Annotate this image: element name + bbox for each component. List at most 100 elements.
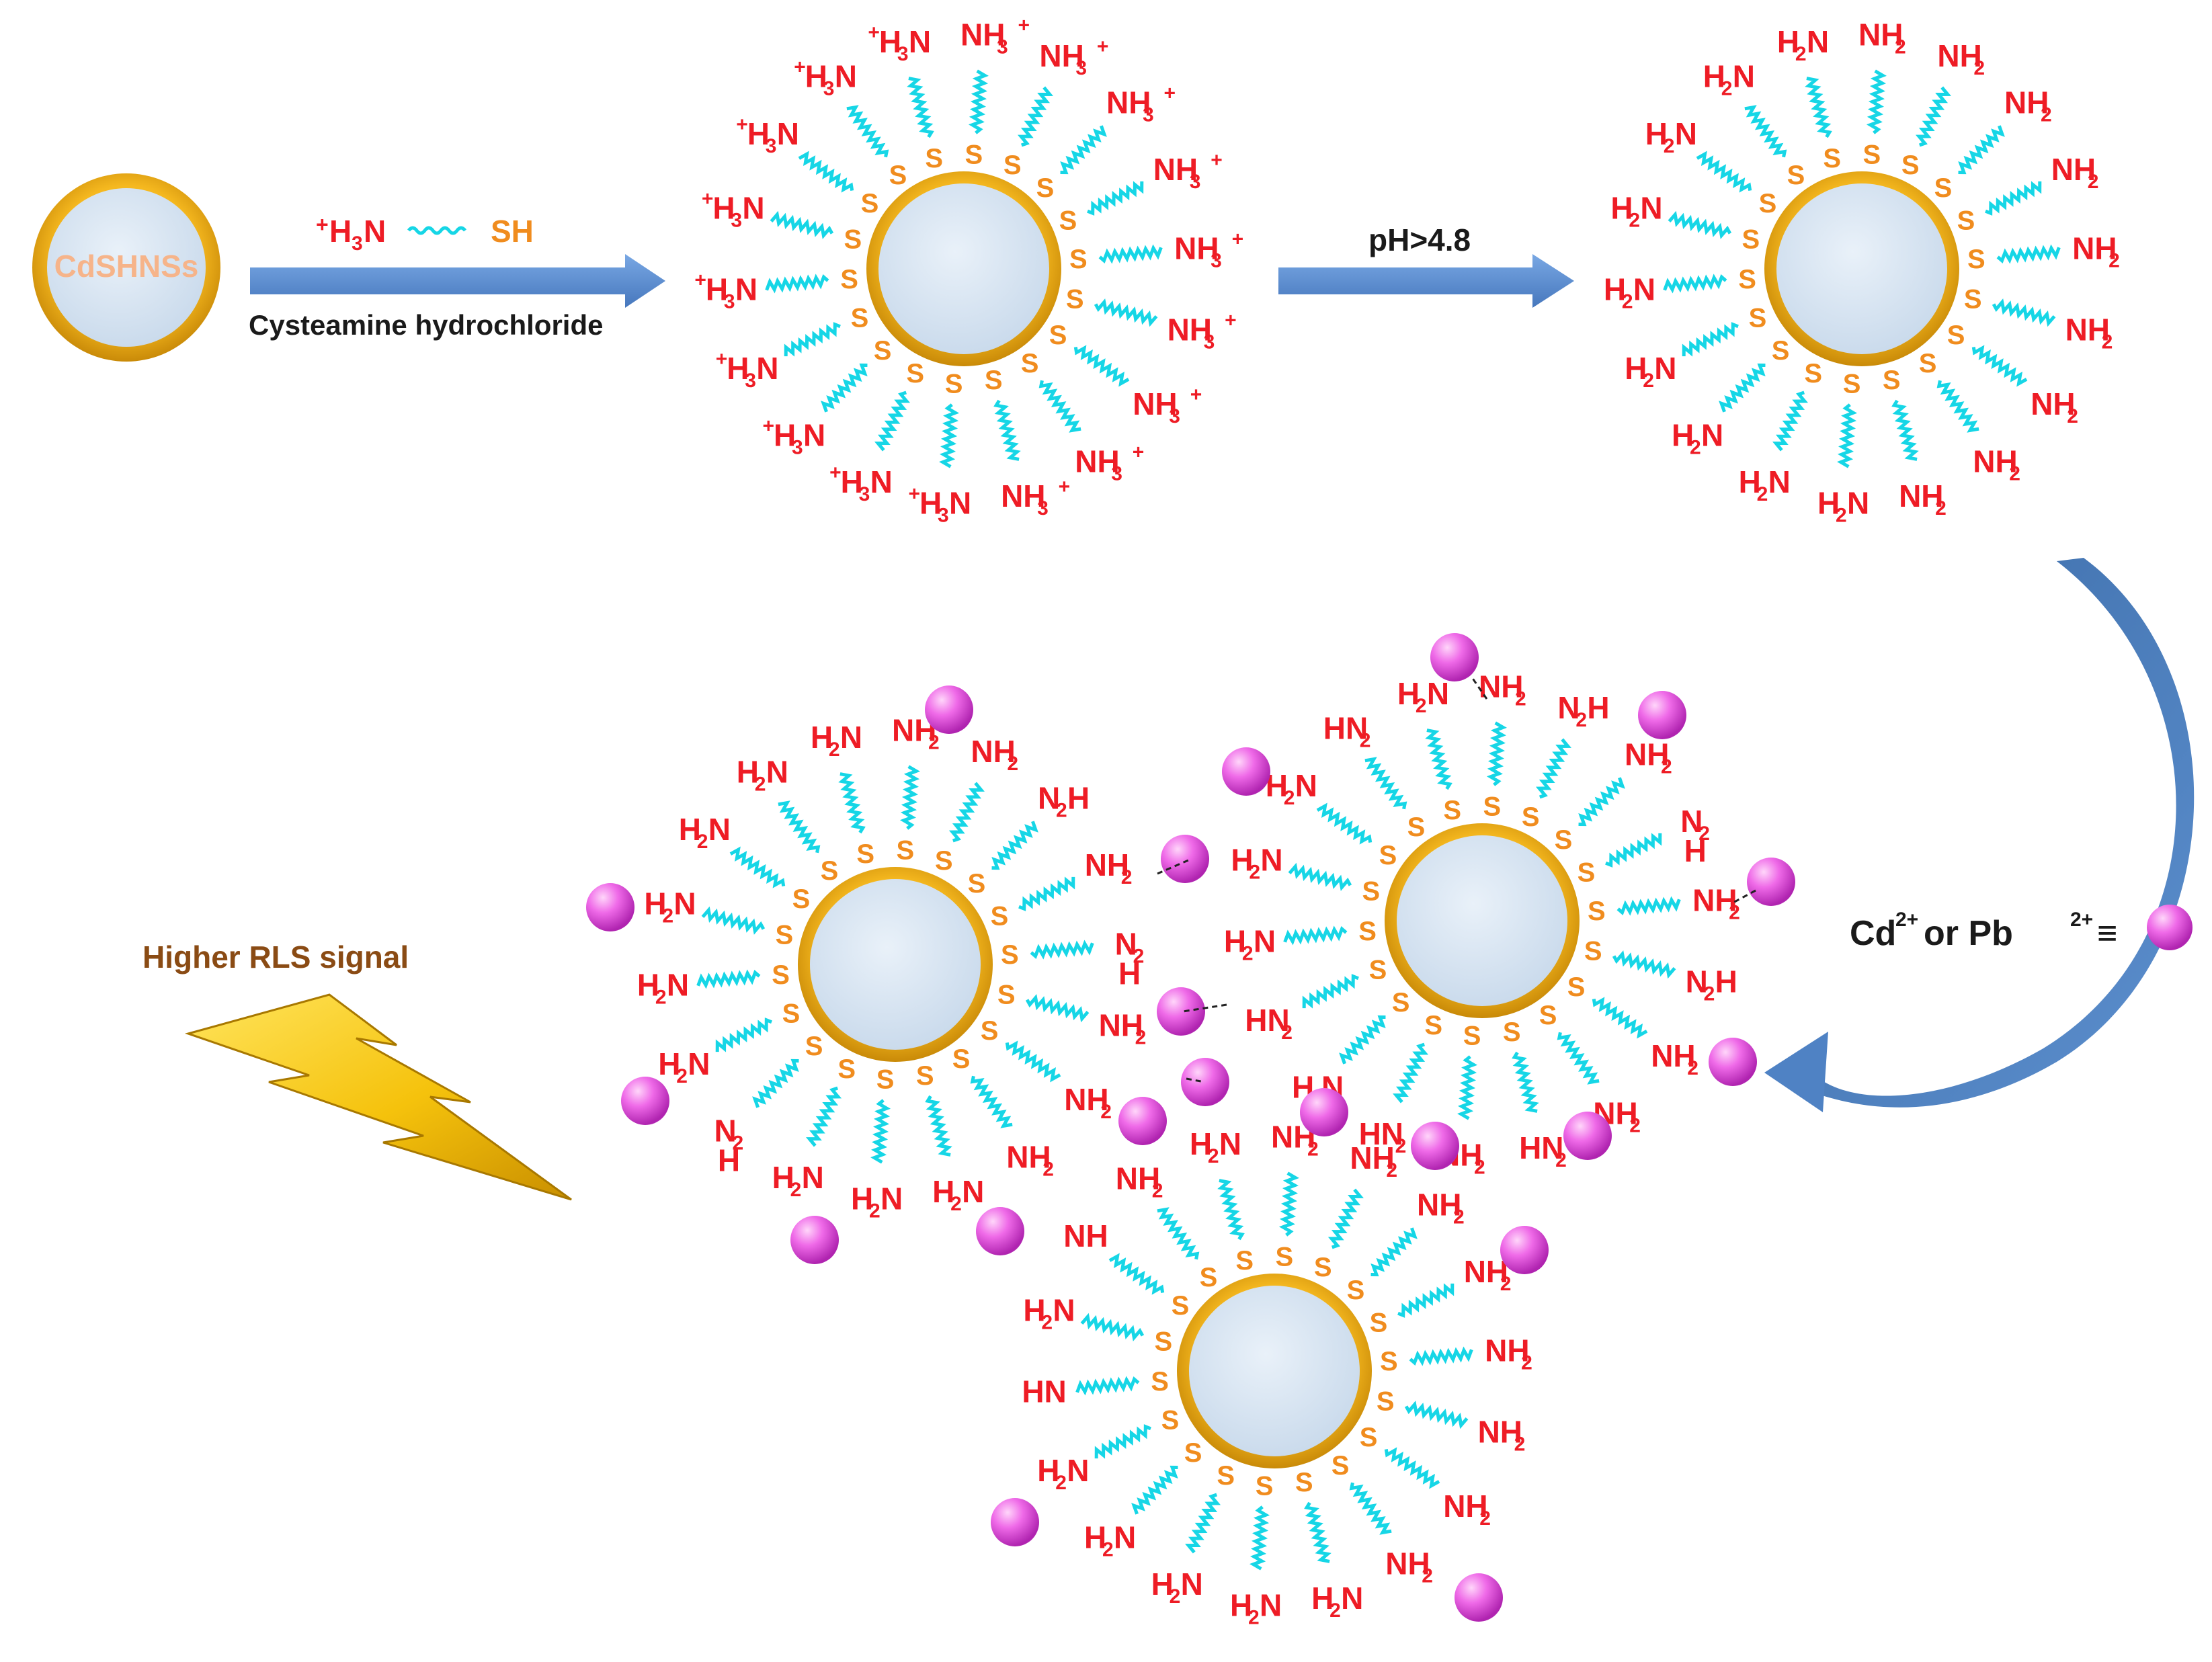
label-text: H: [718, 1142, 740, 1177]
label-text: H: [1645, 116, 1668, 151]
sulfur-atom: S: [981, 1016, 999, 1046]
sulfur-atom: S: [1742, 225, 1760, 255]
label-subscript: 3: [1204, 331, 1215, 354]
linker-chain: [1592, 997, 1648, 1039]
label-text: N: [1038, 781, 1060, 816]
label-text: NH: [2004, 85, 2049, 120]
label-subscript: 2: [1100, 1101, 1112, 1123]
sulfur-atom: S: [1021, 349, 1039, 378]
label-text: NH: [1133, 386, 1177, 421]
group-label: NH2: [1417, 1188, 1465, 1229]
linker-chain: [798, 151, 854, 193]
linker-chain: [1185, 1493, 1221, 1554]
sulfur-atom: S: [1332, 1451, 1350, 1481]
label-subscript: 3: [938, 505, 949, 527]
linker-chain: [1557, 1032, 1600, 1085]
particle-core: [878, 183, 1049, 354]
label-text: N: [1807, 24, 1829, 59]
group-label: N2H: [1115, 926, 1145, 991]
step3-pb-sup: 2+: [2070, 909, 2093, 931]
label-text: HN: [1359, 1116, 1403, 1151]
linker-chain: [1915, 86, 1951, 147]
label-text: N: [1260, 842, 1282, 877]
linker-chain: [1393, 1042, 1429, 1104]
label-text: N: [835, 58, 857, 93]
sulfur-atom: S: [906, 359, 924, 388]
sulfur-atom: S: [1314, 1253, 1332, 1282]
label-text: N: [735, 272, 757, 307]
sulfur-atom: S: [1069, 245, 1088, 274]
group-label: NH3+: [1174, 228, 1243, 272]
metal-ion: [976, 1207, 1024, 1255]
linker-chain: [1936, 380, 1979, 433]
label-text: NH: [1485, 1333, 1529, 1368]
linker-chain: [1157, 1207, 1200, 1260]
metal-ion-legend: [2147, 905, 2193, 950]
sulfur-atom: S: [935, 846, 953, 876]
label-text: N: [688, 1046, 710, 1081]
sulfur-atom: S: [1276, 1243, 1294, 1272]
linker-chain: [1535, 738, 1571, 799]
sulfur-atom: S: [1443, 796, 1461, 825]
label-subscript: 2: [1249, 861, 1260, 883]
group-label: NH3+: [1039, 36, 1108, 79]
linker-chain: [846, 105, 889, 158]
label-text: N: [803, 417, 825, 452]
label-text: H: [1604, 272, 1626, 307]
label-charge: +: [868, 22, 880, 44]
group-label: NH3+: [1168, 310, 1237, 354]
linker-chain: [907, 77, 934, 138]
label-subscript: 3: [1037, 497, 1049, 520]
label-text: N: [1768, 464, 1791, 499]
sulfur-atom: S: [851, 303, 869, 333]
label-subscript: 3: [997, 36, 1008, 58]
metal-ion: [621, 1077, 669, 1125]
linker-chain: [1486, 721, 1507, 786]
label-subscript: 2: [1661, 756, 1672, 778]
label-subscript: 2: [950, 1193, 962, 1215]
linker-chain: [1409, 1346, 1473, 1366]
label-text: H: [919, 486, 942, 521]
linker-chain: [770, 210, 834, 239]
label-charge: +: [1018, 14, 1030, 36]
label-text: H: [1224, 924, 1246, 959]
label-subscript: 2: [1515, 688, 1526, 710]
group-label: NH2: [2051, 152, 2099, 193]
label-charge: +: [702, 188, 714, 210]
linker-chain: [1094, 298, 1158, 327]
label-charge: +: [1225, 310, 1237, 332]
label-text: N: [1701, 417, 1723, 452]
label-subscript: 2: [1721, 77, 1733, 99]
label-text: H: [805, 58, 827, 93]
label-text: NH: [1063, 1218, 1108, 1253]
label-text: HN: [1519, 1130, 1563, 1165]
linker-chain: [1996, 244, 2061, 264]
label-text: NH: [1858, 17, 1903, 52]
group-label: NH3+: [1133, 384, 1202, 427]
linker-chain: [948, 782, 985, 843]
coordination-bond: [1186, 1077, 1205, 1083]
label-text: H: [1625, 351, 1647, 386]
group-label: HN2: [1245, 1003, 1293, 1044]
sulfur-atom: S: [876, 1065, 895, 1094]
particle-core: [47, 188, 206, 347]
lightning-bolt-icon: [184, 993, 572, 1201]
label-subscript: 2: [1698, 823, 1710, 845]
group-label: HN2: [1519, 1130, 1567, 1171]
label-text: NH: [1039, 38, 1083, 73]
label-text: N: [1067, 1453, 1089, 1488]
metal-ion: [1638, 691, 1686, 739]
sulfur-atom: S: [1347, 1276, 1365, 1305]
sulfur-atom: S: [1407, 813, 1426, 842]
label-text: H: [774, 417, 796, 452]
metal-ion: [1500, 1226, 1549, 1274]
label-text: H: [1231, 842, 1253, 877]
label-text: NH: [2065, 313, 2110, 347]
label-text: N: [714, 1113, 737, 1148]
label-text: HN: [1323, 710, 1368, 745]
